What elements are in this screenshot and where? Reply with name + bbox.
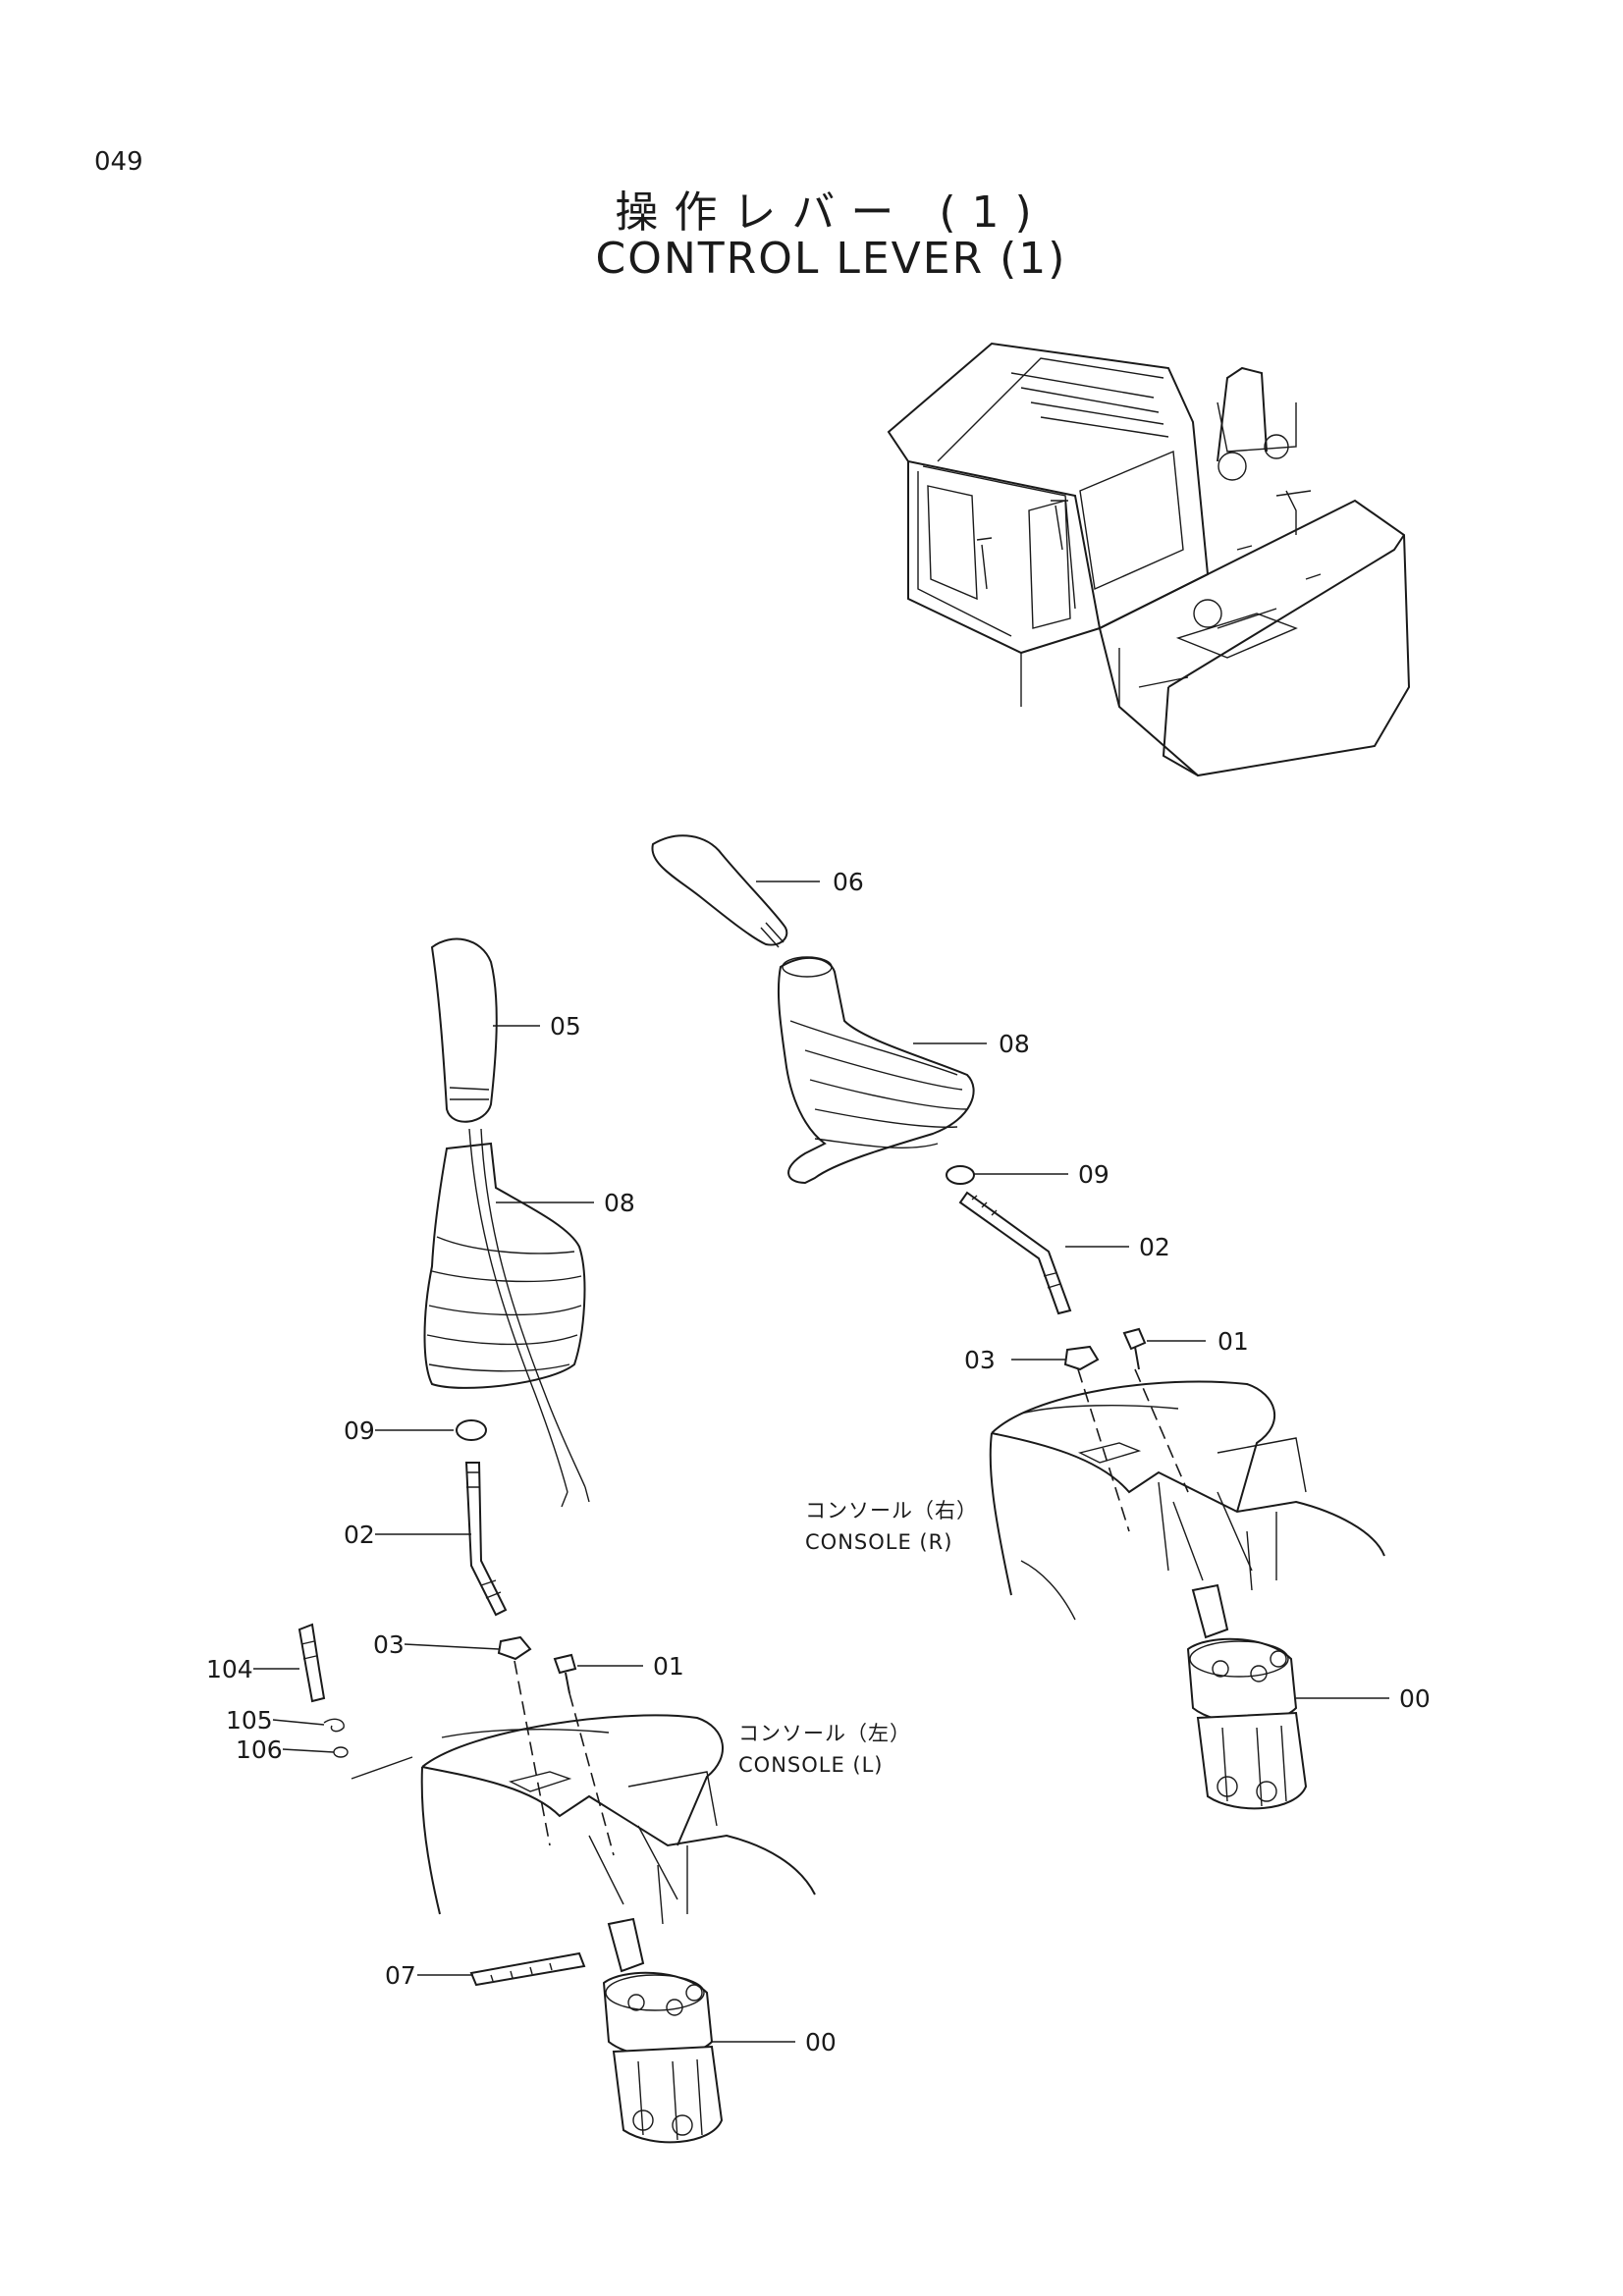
title-english: CONTROL LEVER (1) [595,234,1067,284]
callout-right-08: 08 [999,1030,1030,1058]
callout-right-00: 00 [1399,1684,1431,1713]
console-left-label-jp: コンソール（左） [738,1722,911,1745]
console-labels: コンソール（右） CONSOLE (R) コンソール（左） CONSOLE (L… [738,1499,978,1777]
left-lever-assembly [298,937,816,2144]
callout-right-03: 03 [964,1346,996,1374]
callout-left-08: 08 [604,1189,635,1217]
console-right-label-en: CONSOLE (R) [805,1530,952,1554]
callout-left-02: 02 [344,1521,375,1549]
callout-labels: 06 08 09 02 03 01 00 05 08 09 02 03 01 1… [206,868,1431,2056]
page-number: 049 [94,147,143,177]
callout-left-106: 106 [236,1735,283,1764]
callout-left-07: 07 [385,1961,416,1990]
callout-left-01: 01 [653,1652,684,1681]
callout-right-01: 01 [1217,1327,1249,1356]
callout-left-105: 105 [226,1706,273,1735]
callout-right-02: 02 [1139,1233,1170,1261]
callout-left-03: 03 [373,1630,405,1659]
callout-left-09: 09 [344,1416,375,1445]
console-right-label-jp: コンソール（右） [805,1499,978,1522]
callout-right-06: 06 [833,868,864,896]
right-lever-assembly [651,834,1385,1810]
leader-lines [253,881,1389,2043]
callout-left-104: 104 [206,1655,253,1683]
callout-left-00: 00 [805,2028,837,2056]
excavator-overview-illustration [887,342,1411,777]
callout-right-09: 09 [1078,1160,1109,1189]
console-left-label-en: CONSOLE (L) [738,1753,884,1777]
title-japanese: 操作レバー (1) [615,187,1048,238]
callout-left-05: 05 [550,1012,581,1041]
